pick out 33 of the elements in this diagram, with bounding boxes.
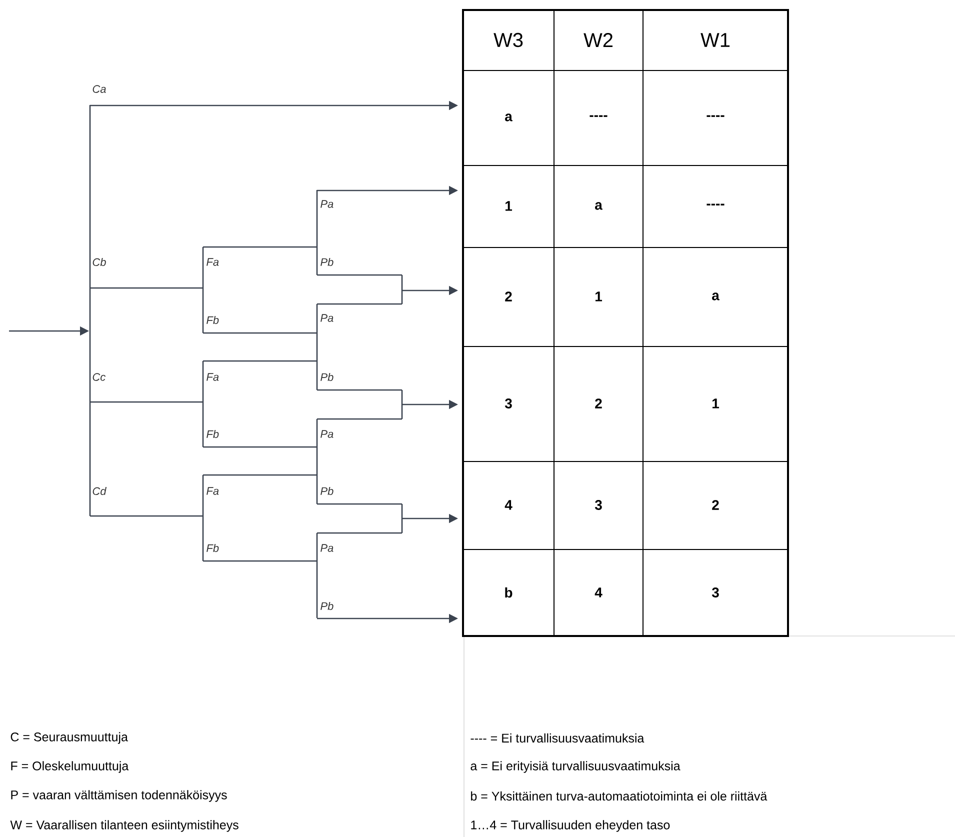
branch-label: Cc: [92, 373, 106, 381]
branch-label: Pb: [320, 258, 334, 266]
table-header-row: W3 W2 W1: [463, 10, 789, 71]
branch-label: Pa: [320, 544, 334, 552]
branch-label: Pa: [320, 200, 334, 208]
branch-label: Fb: [206, 316, 219, 324]
branch-label: Ca: [92, 85, 106, 93]
table-row: 2 1 a: [463, 246, 789, 347]
note-text: C = Seurausmuuttuja: [10, 732, 128, 744]
note-text: F = Oleskelumuuttuja: [11, 761, 129, 773]
note-text: W = Vaarallisen tilanteen esiintymistiheys: [10, 820, 238, 832]
branch-label: Fa: [206, 487, 219, 495]
branch-label: Fb: [206, 544, 219, 552]
branch-label: Pb: [320, 486, 334, 496]
branch-label: Cd: [92, 486, 107, 496]
branch-label: Fa: [206, 373, 219, 381]
table-row: 4 3 2: [463, 460, 789, 550]
branch-label: Pb: [320, 372, 334, 382]
branch-label: Pa: [320, 314, 334, 322]
table-row: 1 a ----: [463, 164, 789, 248]
note-text: ---- = Ei turvallisuusvaatimuksia: [470, 733, 644, 743]
note-text: a = Ei erityisiä turvallisuusvaatimuksia: [470, 761, 680, 773]
branch-label: Fb: [206, 430, 219, 438]
note-text: b = Yksittäinen turva-automaatiotoiminta ei ole riittävä: [471, 791, 768, 801]
note-text: 1…4 = Turvallisuuden eheyden taso: [471, 820, 670, 832]
branch-label: Fa: [206, 258, 219, 266]
branch-label: Pb: [320, 602, 334, 610]
note-text: P = vaaran välttämisen todennäköisyys: [11, 790, 227, 802]
branch-label: Cb: [92, 258, 106, 266]
branch-label: Pa: [320, 430, 334, 438]
table-row: b 4 3: [463, 548, 789, 637]
table-row: 3 2 1: [463, 346, 789, 462]
table-row: a ---- ----: [463, 70, 789, 166]
